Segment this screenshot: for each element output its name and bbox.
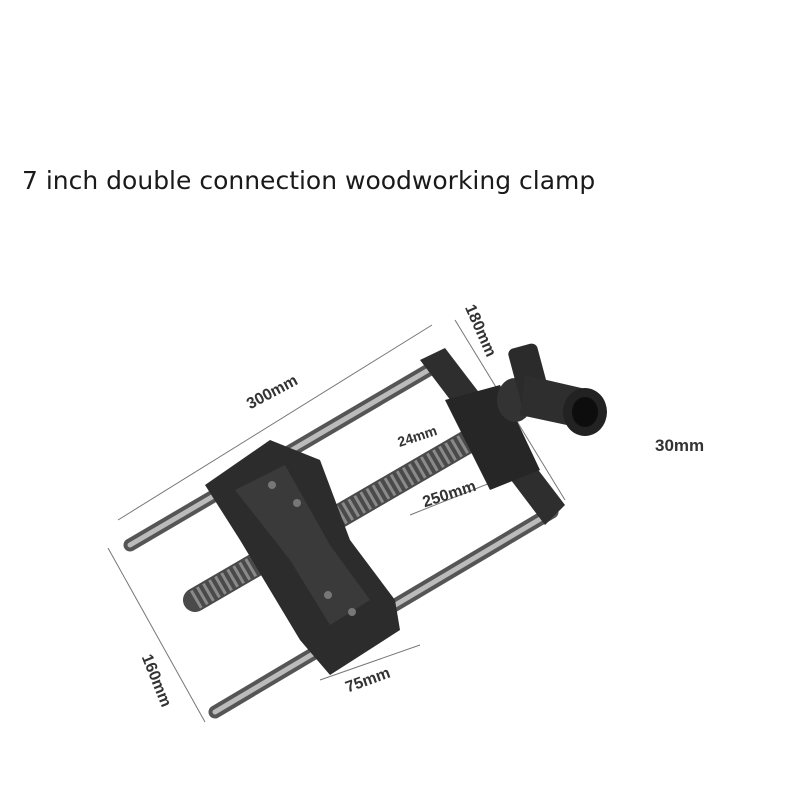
lead-screw	[183, 408, 517, 612]
dim-30mm: 30mm	[655, 436, 705, 455]
product-title: 7 inch double connection woodworking cla…	[22, 166, 596, 195]
tee-handle-fitting	[497, 343, 607, 436]
rear-plate	[420, 348, 565, 525]
front-jaw	[205, 440, 400, 675]
